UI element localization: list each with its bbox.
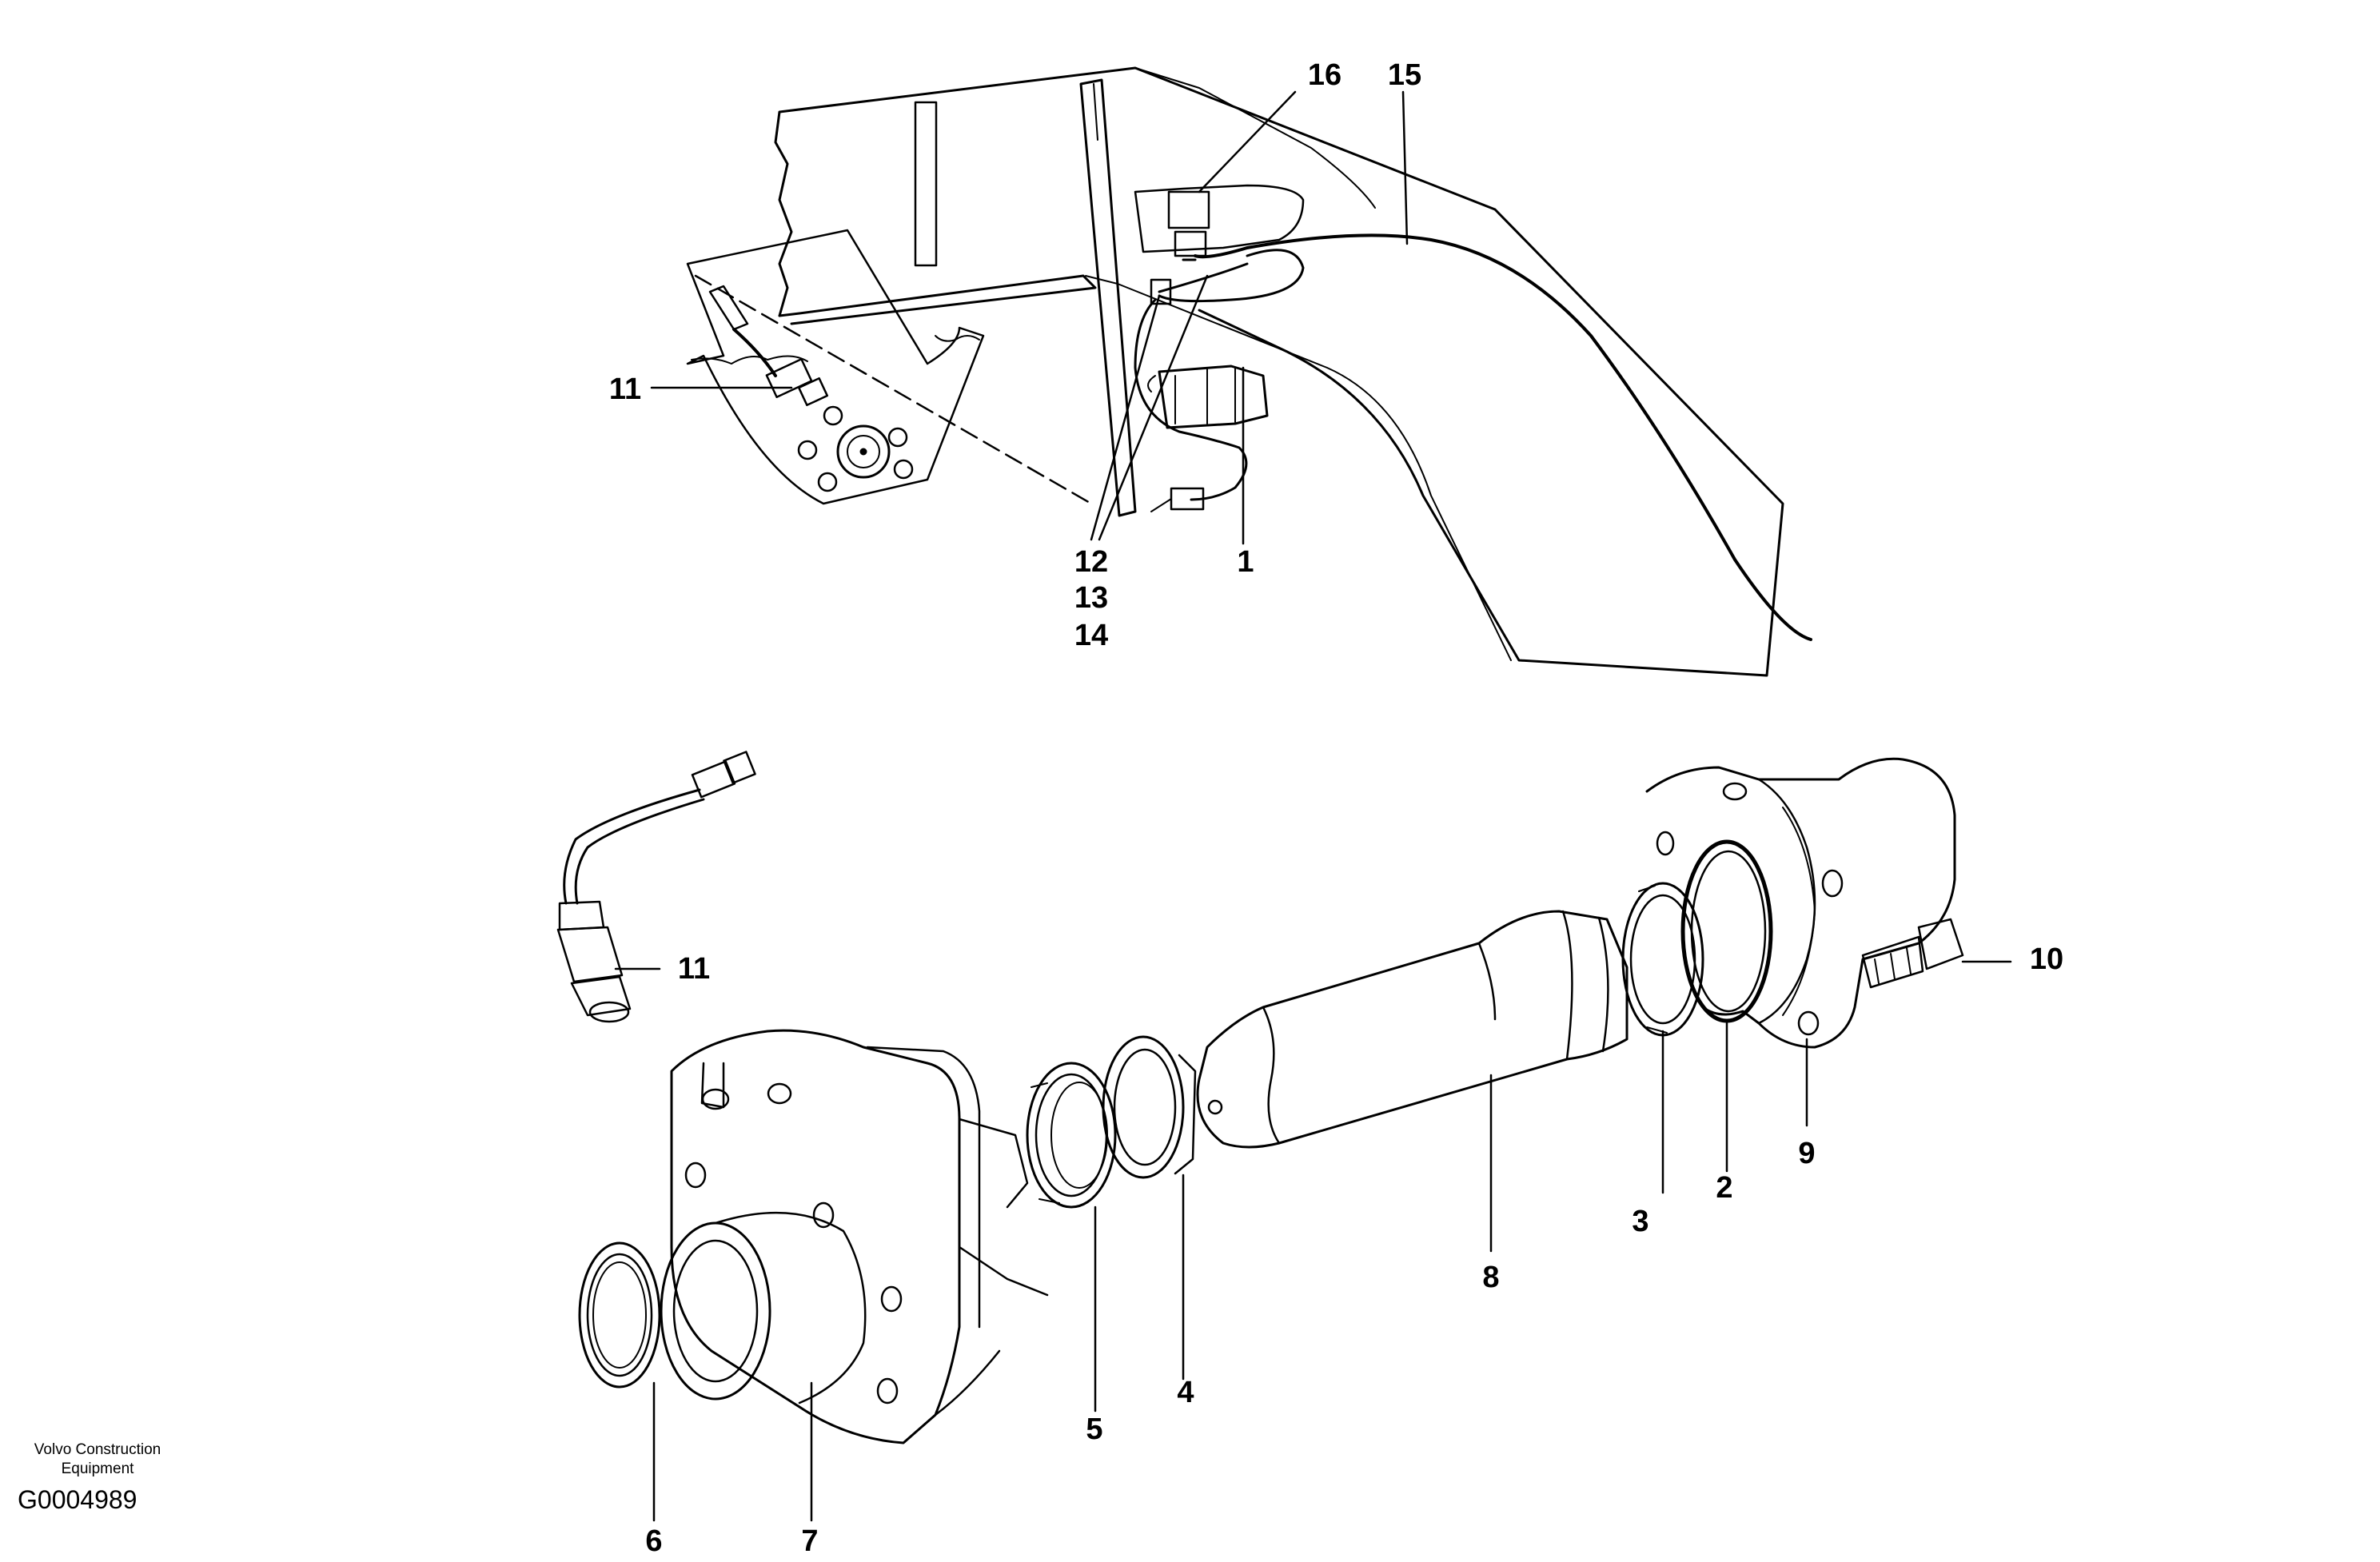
callout-5: 5 (1086, 1413, 1103, 1446)
bolt-icon (1861, 918, 1964, 989)
callout-8: 8 (1482, 1261, 1500, 1294)
bearing-housing-icon (1645, 757, 1956, 1049)
frame-bracket-assembly (774, 66, 1784, 677)
dashed-leader-line (694, 274, 1093, 505)
hub-icon (660, 1029, 1049, 1444)
bearing-5-icon (1026, 1062, 1117, 1209)
o-ring-2-icon (1680, 839, 1773, 1023)
company-name: Volvo Construction Equipment (18, 1440, 177, 1479)
drawing-code: G0004989 (18, 1485, 138, 1514)
callout-6: 6 (645, 1524, 663, 1558)
seal-6-icon (578, 1241, 661, 1389)
wiring-harness (1134, 233, 1812, 641)
callout-11-mid: 11 (677, 952, 711, 986)
detail-inset (686, 229, 985, 505)
callout-1: 1 (1237, 545, 1254, 579)
callout-14: 14 (1074, 619, 1109, 652)
callout-12: 12 (1074, 545, 1109, 579)
shaft-icon (1196, 910, 1629, 1149)
callout-13: 13 (1074, 581, 1109, 615)
leader-lines (614, 90, 2012, 1522)
callout-3: 3 (1632, 1205, 1649, 1238)
company-line-2: Equipment (61, 1460, 134, 1477)
callout-7: 7 (801, 1524, 819, 1558)
callout-9: 9 (1798, 1137, 1816, 1170)
seal-3-icon (1621, 882, 1704, 1037)
callout-16: 16 (1307, 58, 1342, 92)
callout-4: 4 (1177, 1376, 1194, 1409)
callout-11-top: 11 (608, 373, 642, 406)
callout-15: 15 (1387, 58, 1422, 92)
harness-clip-icon (1150, 278, 1205, 512)
speed-sensor-icon (556, 751, 756, 1023)
connector-16-icon (1167, 190, 1210, 261)
sensor-housing-icon (1147, 365, 1269, 429)
company-line-1: Volvo Construction (34, 1441, 161, 1458)
callout-10: 10 (2029, 942, 2064, 976)
callout-2: 2 (1716, 1171, 1733, 1205)
ring-4-icon (1102, 1035, 1197, 1179)
